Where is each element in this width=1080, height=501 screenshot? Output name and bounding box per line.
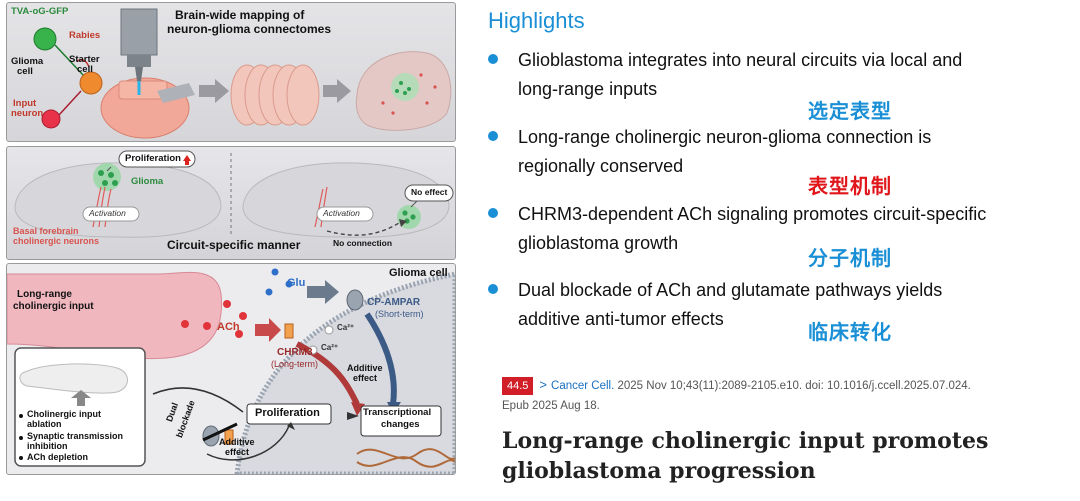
- starter-cell-label-line1: Starter: [69, 54, 100, 65]
- activation-left-label: Activation: [89, 208, 126, 218]
- rabies-label: Rabies: [69, 30, 101, 41]
- highlight-item: Glioblastoma integrates into neural circ…: [488, 46, 1068, 106]
- inset-bullet-1b: ablation: [27, 419, 62, 429]
- highlight-line: additive anti-tumor effects: [518, 309, 724, 329]
- circuit-illustration: [14, 150, 454, 238]
- bullet-dot: [488, 54, 498, 64]
- citation-line: 44.5 >Cancer Cell. 2025 Nov 10;43(11):208…: [502, 372, 971, 399]
- panel1-title-line1: Brain-wide mapping of: [175, 8, 305, 22]
- short-term-label: (Short-term): [375, 309, 424, 319]
- calcium-label-1: Ca²⁺: [337, 323, 355, 332]
- connectome-mapping-panel: Brain-wide mapping of neuron-glioma conn…: [6, 2, 456, 142]
- highlight-tag: 表型机制: [808, 174, 892, 198]
- graphical-abstract: Brain-wide mapping of neuron-glioma conn…: [0, 0, 462, 501]
- highlight-text: Glioblastoma integrates into neural circ…: [518, 46, 1078, 104]
- glioma-cell-label-line2: cell: [17, 66, 33, 77]
- citation: 44.5 >Cancer Cell. 2025 Nov 10;43(11):208…: [502, 372, 971, 413]
- glioma-cell-label: Glioma cell: [389, 267, 448, 279]
- bullet-dot: [488, 131, 498, 141]
- bullet-dot: [488, 208, 498, 218]
- glioma-cell-label-line1: Glioma: [11, 56, 44, 67]
- highlight-line: glioblastoma growth: [518, 233, 679, 253]
- activation-right-label: Activation: [323, 208, 360, 218]
- highlight-line: long-range inputs: [518, 79, 658, 99]
- proliferation-box-label: Proliferation: [255, 407, 320, 419]
- highlight-item: Dual blockade of ACh and glutamate pathw…: [488, 276, 1068, 336]
- highlight-line: CHRM3-dependent ACh signaling promotes c…: [518, 204, 987, 224]
- additive-effect-2-line1: Additive: [219, 437, 255, 447]
- inset-bullet-2: Synaptic transmission: [27, 431, 124, 441]
- highlight-tag: 分子机制: [808, 246, 892, 270]
- circuit-specific-panel: Proliferation Glioma Activation Activati…: [6, 146, 456, 260]
- mechanism-panel: Glioma cell Long-range cholinergic input…: [6, 263, 456, 475]
- highlight-text: Long-range cholinergic neuron-glioma con…: [518, 123, 1078, 181]
- connectome-illustration: [33, 8, 452, 139]
- inset-bullet-3: ACh depletion: [27, 452, 88, 462]
- paper-title: Long-range cholinergic input promotes gl…: [502, 428, 989, 484]
- chrm3-label: CHRM3: [277, 347, 313, 358]
- highlight-tag: 选定表型: [808, 99, 892, 123]
- highlight-text: Dual blockade of ACh and glutamate pathw…: [518, 276, 1078, 334]
- journal-link[interactable]: Cancer Cell.: [551, 380, 615, 392]
- mechanism-illustration: [7, 268, 455, 474]
- additive-effect-2-line2: effect: [225, 447, 250, 457]
- highlight-line: Glioblastoma integrates into neural circ…: [518, 50, 963, 70]
- inset-bullet-2b: inhibition: [27, 441, 68, 451]
- highlights-title: Highlights: [488, 8, 585, 33]
- additive-effect-label-line2: effect: [353, 373, 378, 383]
- chevron-right-icon[interactable]: >: [539, 377, 548, 392]
- calcium-label-2: Ca²⁺: [321, 343, 339, 352]
- highlight-tag: 临床转化: [808, 320, 892, 344]
- starter-cell-label-line2: cell: [77, 64, 93, 75]
- no-connection-label: No connection: [333, 238, 393, 248]
- no-effect-label: No effect: [411, 187, 448, 197]
- input-neuron-label-line1: Input: [13, 98, 37, 109]
- additive-effect-label-line1: Additive: [347, 363, 383, 373]
- highlight-line: Dual blockade of ACh and glutamate pathw…: [518, 280, 943, 300]
- transcriptional-label-line1: Transcriptional: [363, 407, 432, 418]
- transcriptional-label-line2: changes: [381, 419, 420, 430]
- highlight-item: Long-range cholinergic neuron-glioma con…: [488, 123, 1068, 183]
- highlight-line: regionally conserved: [518, 156, 684, 176]
- glu-label: Glu: [287, 277, 306, 289]
- ach-label: ACh: [217, 321, 240, 333]
- inset-bullet-1: Cholinergic input: [27, 409, 101, 419]
- glioma-label: Glioma: [131, 176, 164, 187]
- tva-label: TVA-oG-GFP: [11, 6, 69, 17]
- basal-forebrain-line2: cholinergic neurons: [13, 236, 100, 246]
- bullet-dot: [488, 284, 498, 294]
- highlight-line: Long-range cholinergic neuron-glioma con…: [518, 127, 932, 147]
- panel1-title-line2: neuron-glioma connectomes: [167, 22, 332, 36]
- long-term-label: (Long-term): [271, 359, 319, 369]
- basal-forebrain-line1: Basal forebrain: [13, 226, 79, 236]
- input-neuron-label-line2: neuron: [11, 108, 44, 119]
- proliferation-label: Proliferation: [125, 153, 181, 164]
- cp-ampar-label: CP-AMPAR: [367, 297, 421, 308]
- circuit-specific-caption: Circuit-specific manner: [167, 238, 301, 252]
- long-range-label-line2: cholinergic input: [13, 301, 94, 312]
- impact-factor-badge: 44.5: [502, 376, 534, 395]
- long-range-label-line1: Long-range: [17, 289, 72, 300]
- highlight-item: CHRM3-dependent ACh signaling promotes c…: [488, 200, 1068, 260]
- highlight-text: CHRM3-dependent ACh signaling promotes c…: [518, 200, 1078, 258]
- epub-date: Epub 2025 Aug 18.: [502, 400, 600, 412]
- citation-details: 2025 Nov 10;43(11):2089-2105.e10. doi: 1…: [614, 380, 971, 392]
